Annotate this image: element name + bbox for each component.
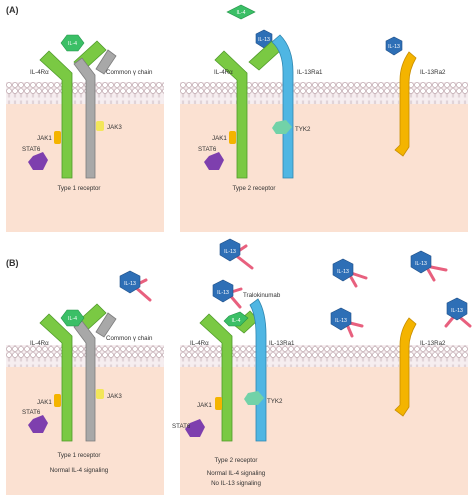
il4ra-chain — [199, 313, 233, 442]
il4-label: IL-4 — [237, 10, 246, 16]
tyk2-label: TYK2 — [295, 126, 311, 133]
type2-receptor-a: IL-4 IL-13 IL-4Rα IL-13Ra1 JAK1 TYK2 STA… — [198, 4, 446, 192]
il13-ligand-icon — [332, 258, 354, 282]
il13-tralokinumab-complex: IL-13 — [444, 297, 472, 328]
il13-label: IL-13 — [451, 308, 463, 314]
il13ra2-chain — [394, 51, 417, 157]
il13ra1-chain — [271, 34, 294, 179]
receptor-caption: Type 2 receptor — [233, 185, 276, 192]
jak1-icon — [229, 131, 236, 144]
signal-status-il13: No IL-13 signaling — [211, 480, 261, 487]
il13-label: IL-13 — [337, 269, 349, 275]
il13-label: IL-13 — [224, 249, 236, 255]
type2-receptor-b: IL-13 IL-13 Tralokinumab IL-13 IL-13 — [172, 238, 472, 487]
jak3-label: JAK3 — [107, 393, 122, 400]
il13ra2-label: IL-13Ra2 — [420, 69, 446, 76]
jak3-icon — [96, 389, 104, 399]
il13ra1-label: IL-13Ra1 — [269, 340, 295, 347]
il13-tralokinumab-complex: IL-13 — [330, 307, 364, 338]
il4-ligand-icon — [60, 309, 85, 327]
il13ra2-chain — [394, 317, 417, 417]
jak3-icon — [96, 121, 104, 131]
common-gamma-chain — [73, 57, 96, 179]
il4ra-label: IL-4Rα — [214, 69, 233, 76]
stat6-icon — [28, 415, 48, 433]
il13-label: IL-13 — [415, 261, 427, 267]
common-gamma-arm — [95, 312, 117, 338]
tyk2-label: TYK2 — [267, 398, 283, 405]
il13-ligand-icon — [446, 297, 468, 321]
il4-label: IL-4 — [68, 41, 77, 47]
common-gamma-label: Common γ chain — [106, 69, 153, 76]
common-gamma-arm — [95, 49, 117, 75]
common-gamma-label: Common γ chain — [106, 335, 153, 342]
stat6-label: STAT6 — [22, 146, 41, 153]
jak1-icon — [54, 394, 61, 407]
il13-tralokinumab-complex: IL-13 Tralokinumab — [212, 279, 281, 309]
stat6-label: STAT6 — [172, 423, 191, 430]
il4-ligand-icon — [60, 34, 85, 52]
stat6-label: STAT6 — [22, 409, 41, 416]
jak3-label: JAK3 — [107, 124, 122, 131]
panel-b-letter: (B) — [6, 258, 19, 268]
panel-a: (A) IL-4 IL-4Rα Common γ chain JAK1 JAK3… — [6, 4, 468, 232]
il4ra-label: IL-4Rα — [30, 340, 49, 347]
il13-label: IL-13 — [258, 37, 270, 43]
jak1-label: JAK1 — [212, 135, 227, 142]
il4ra-label: IL-4Rα — [190, 340, 209, 347]
il13-tralokinumab-complex: IL-13 — [119, 270, 152, 302]
jak1-label: JAK1 — [37, 135, 52, 142]
stat6-icon — [204, 152, 224, 170]
il13-ligand-icon — [119, 270, 141, 294]
il4ra-label: IL-4Rα — [30, 69, 49, 76]
il13-ligand-icon — [212, 279, 234, 303]
il13-tralokinumab-complex: IL-13 — [332, 258, 368, 288]
il13-tralokinumab-complex: IL-13 — [219, 238, 254, 270]
il4-ligand-icon — [223, 311, 249, 327]
jak1-icon — [54, 131, 61, 144]
il13-ligand-icon — [219, 238, 241, 262]
il13ra1-chain — [249, 298, 267, 442]
stat6-icon — [185, 419, 205, 437]
il13-tralokinumab-complex: IL-13 — [410, 250, 448, 282]
receptor-caption: Type 1 receptor — [58, 185, 101, 192]
panel-b: (B) IL-4 IL-13 IL-4Rα — [6, 238, 472, 495]
il13-label: IL-13 — [217, 290, 229, 296]
il4-label: IL-4 — [232, 318, 241, 324]
tyk2-icon — [244, 391, 264, 405]
il4ra-chain — [39, 313, 73, 442]
type1-receptor-b: IL-4 IL-13 IL-4Rα Common γ chain JAK1 JA… — [22, 270, 153, 474]
jak1-icon — [215, 397, 222, 410]
il13-ligand-icon — [330, 307, 352, 331]
receptor-caption: Type 2 receptor — [215, 457, 258, 464]
receptor-caption: Type 1 receptor — [58, 452, 101, 459]
panel-a-letter: (A) — [6, 5, 19, 15]
type1-receptor-a: IL-4 IL-4Rα Common γ chain JAK1 JAK3 STA… — [22, 34, 153, 192]
stat6-icon — [28, 152, 48, 170]
signal-status: Normal IL-4 signaling — [50, 467, 109, 474]
il13-label: IL-13 — [335, 318, 347, 324]
il4-label: IL-4 — [68, 316, 77, 322]
il13-label: IL-13 — [388, 44, 400, 50]
jak1-label: JAK1 — [37, 399, 52, 406]
jak1-label: JAK1 — [197, 402, 212, 409]
cell-type1-a — [6, 82, 164, 232]
il13-ligand-icon — [410, 250, 432, 274]
cell-type2-a — [180, 82, 468, 232]
il13ra1-label: IL-13Ra1 — [297, 69, 323, 76]
il13-ligand-icon — [385, 36, 403, 56]
il13-label: IL-13 — [124, 281, 136, 287]
il4ra-chain — [39, 50, 73, 179]
signal-status-il4: Normal IL-4 signaling — [207, 470, 266, 477]
il4-ligand-icon — [226, 4, 256, 20]
il4ra-chain — [214, 50, 248, 179]
cell-type1-b — [6, 345, 164, 495]
tyk2-icon — [272, 120, 292, 134]
stat6-label: STAT6 — [198, 146, 217, 153]
il13ra2-label: IL-13Ra2 — [420, 340, 446, 347]
tralokinumab-label: Tralokinumab — [243, 292, 281, 299]
